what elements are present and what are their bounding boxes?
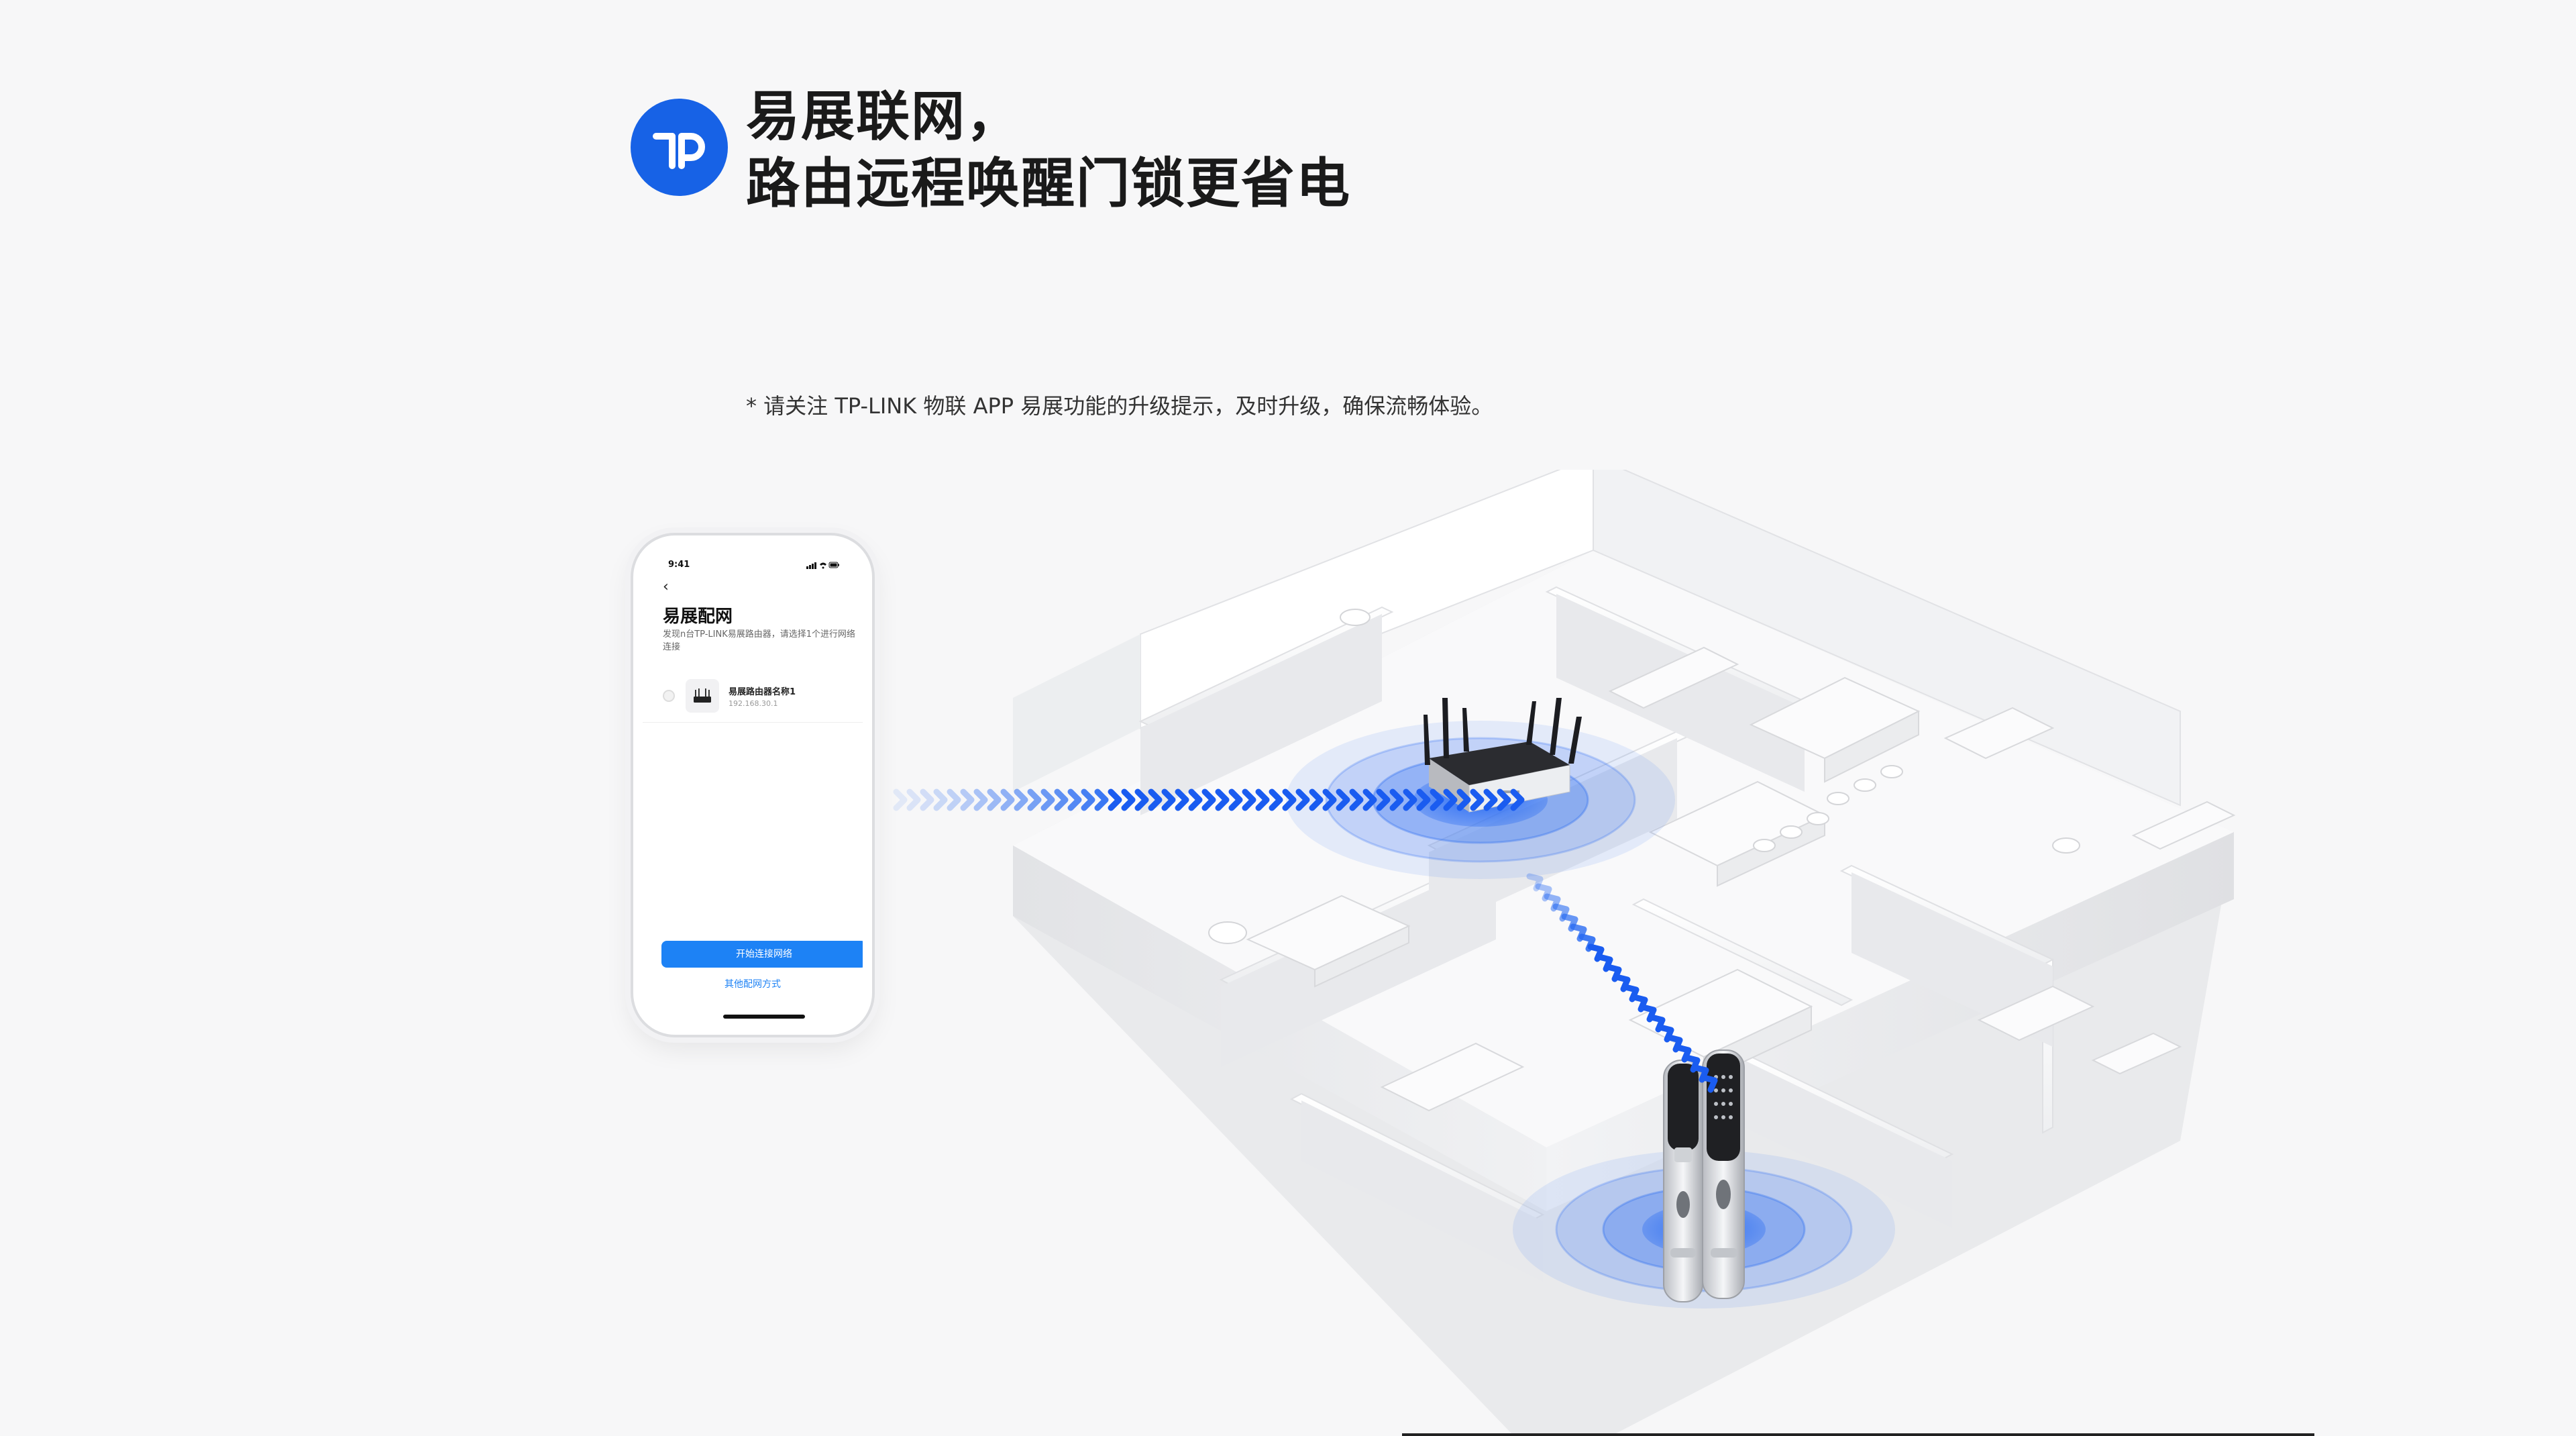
tp-link-logo-icon [631,99,728,196]
device-list-item[interactable]: 易展路由器名称1 192.168.30.1 [643,670,863,723]
other-config-link[interactable]: 其他配网方式 [724,979,781,990]
phone-mockup: 9:41 ‹ 易展配网 发现n台TP-LINK易展路由器，请选择1个进行网络连接 [631,533,875,1037]
smart-home-scene [893,470,2236,1436]
chevron-left-icon[interactable]: ‹ [663,578,669,595]
router-thumbnail-icon [686,679,719,713]
status-icons [806,562,839,569]
app-title: 易展配网 [663,607,733,627]
phone-screen: 9:41 ‹ 易展配网 发现n台TP-LINK易展路由器，请选择1个进行网络连接 [643,545,863,1025]
device-name: 易展路由器名称1 [729,687,796,697]
app-description: 发现n台TP-LINK易展路由器，请选择1个进行网络连接 [663,629,856,652]
smart-door-lock-icon [1663,1049,1745,1302]
signal-arrows-router-to-lock [1526,873,1718,1093]
home-indicator [723,1015,805,1019]
headline-line-2: 路由远程唤醒门锁更省电 [746,152,1351,215]
device-ip: 192.168.30.1 [729,699,778,708]
headline: 易展联网， 路由远程唤醒门锁更省电 [746,83,1351,217]
signal-arrows-phone-to-router [893,788,1525,811]
start-connect-button[interactable]: 开始连接网络 [661,941,863,968]
headline-line-1: 易展联网， [746,85,1021,148]
radio-button[interactable] [663,690,675,702]
divider-line [1402,1433,2314,1436]
status-time: 9:41 [668,560,690,570]
footnote: * 请关注 TP-LINK 物联 APP 易展功能的升级提示，及时升级，确保流畅… [746,393,1493,419]
